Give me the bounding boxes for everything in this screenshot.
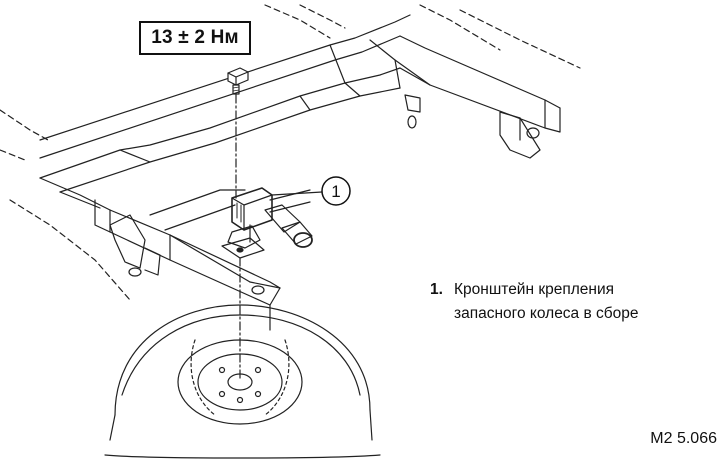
mounting-bolt: [227, 67, 249, 95]
right-frame-member: [369, 35, 561, 159]
callout-number: 1: [331, 182, 340, 201]
lower-crossmember: [39, 177, 281, 331]
legend-text: Кронштейн крепления запасного колеса в с…: [454, 278, 714, 326]
spare-wheel: [104, 304, 381, 459]
upper-frame-rail: [39, 14, 411, 193]
legend-number: 1.: [430, 281, 443, 298]
figure-code: M2 5.066: [650, 430, 717, 447]
legend-line-2: запасного колеса в сборе: [454, 305, 639, 322]
spare-wheel-bracket: [221, 187, 313, 259]
callout-leader: [271, 191, 323, 196]
body-outline: [0, 4, 581, 301]
torque-label: 13 ± 2 Нм: [139, 21, 251, 55]
callout-marker: 1: [321, 176, 351, 206]
reinforcement-lines: [149, 189, 311, 231]
legend-line-1: Кронштейн крепления: [454, 281, 615, 298]
